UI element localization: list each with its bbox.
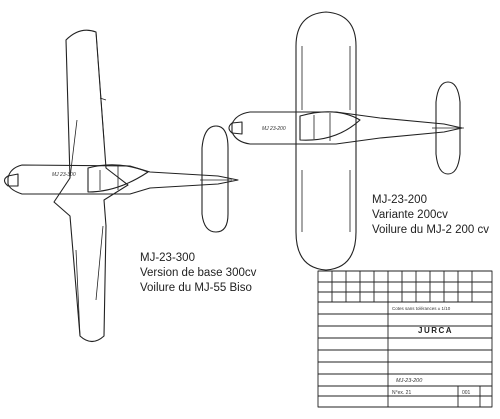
aircraft-mj23-200-planform bbox=[228, 11, 464, 271]
title-block-number: N°ex. 21 bbox=[392, 390, 411, 396]
right-aircraft-canopy bbox=[299, 111, 361, 141]
left-aircraft-canopy bbox=[87, 164, 149, 193]
left-fuselage-marking: MJ 23-300 bbox=[52, 172, 76, 178]
caption-line: Version de base 300cv bbox=[140, 267, 257, 279]
title-block-designation: MJ-23-200 bbox=[396, 378, 423, 384]
title-block-sheet: 001 bbox=[462, 390, 471, 396]
caption-title: MJ-23-300 bbox=[140, 252, 195, 264]
aircraft-mj23-300-planform bbox=[3, 29, 239, 343]
right-aircraft-spinner bbox=[228, 121, 243, 135]
caption-line: Voilure du MJ-2 200 cv bbox=[372, 224, 489, 236]
caption-mj23-300: MJ-23-300 Version de base 300cv Voilure … bbox=[140, 251, 256, 296]
left-aircraft-wing bbox=[53, 29, 129, 343]
caption-line: Variante 200cv bbox=[372, 209, 448, 221]
left-aircraft-fuselage bbox=[7, 164, 239, 195]
title-block-note: Cotes sans tolérances ± 1/10 bbox=[392, 306, 451, 311]
right-aircraft-tailplane bbox=[435, 81, 461, 175]
title-block-maker: JURCA bbox=[418, 326, 453, 335]
left-aircraft-tailplane bbox=[201, 125, 229, 233]
left-aircraft-spinner bbox=[3, 173, 19, 187]
right-fuselage-marking: MJ 23-200 bbox=[262, 126, 286, 132]
right-aircraft-fuselage bbox=[231, 111, 463, 145]
caption-title: MJ-23-200 bbox=[372, 194, 427, 206]
right-aircraft-wing bbox=[295, 11, 357, 271]
caption-line: Voilure du MJ-55 Biso bbox=[140, 282, 252, 294]
left-aircraft-wing-detail bbox=[69, 31, 107, 337]
caption-mj23-200: MJ-23-200 Variante 200cv Voilure du MJ-2… bbox=[372, 193, 489, 238]
title-block bbox=[317, 270, 493, 408]
